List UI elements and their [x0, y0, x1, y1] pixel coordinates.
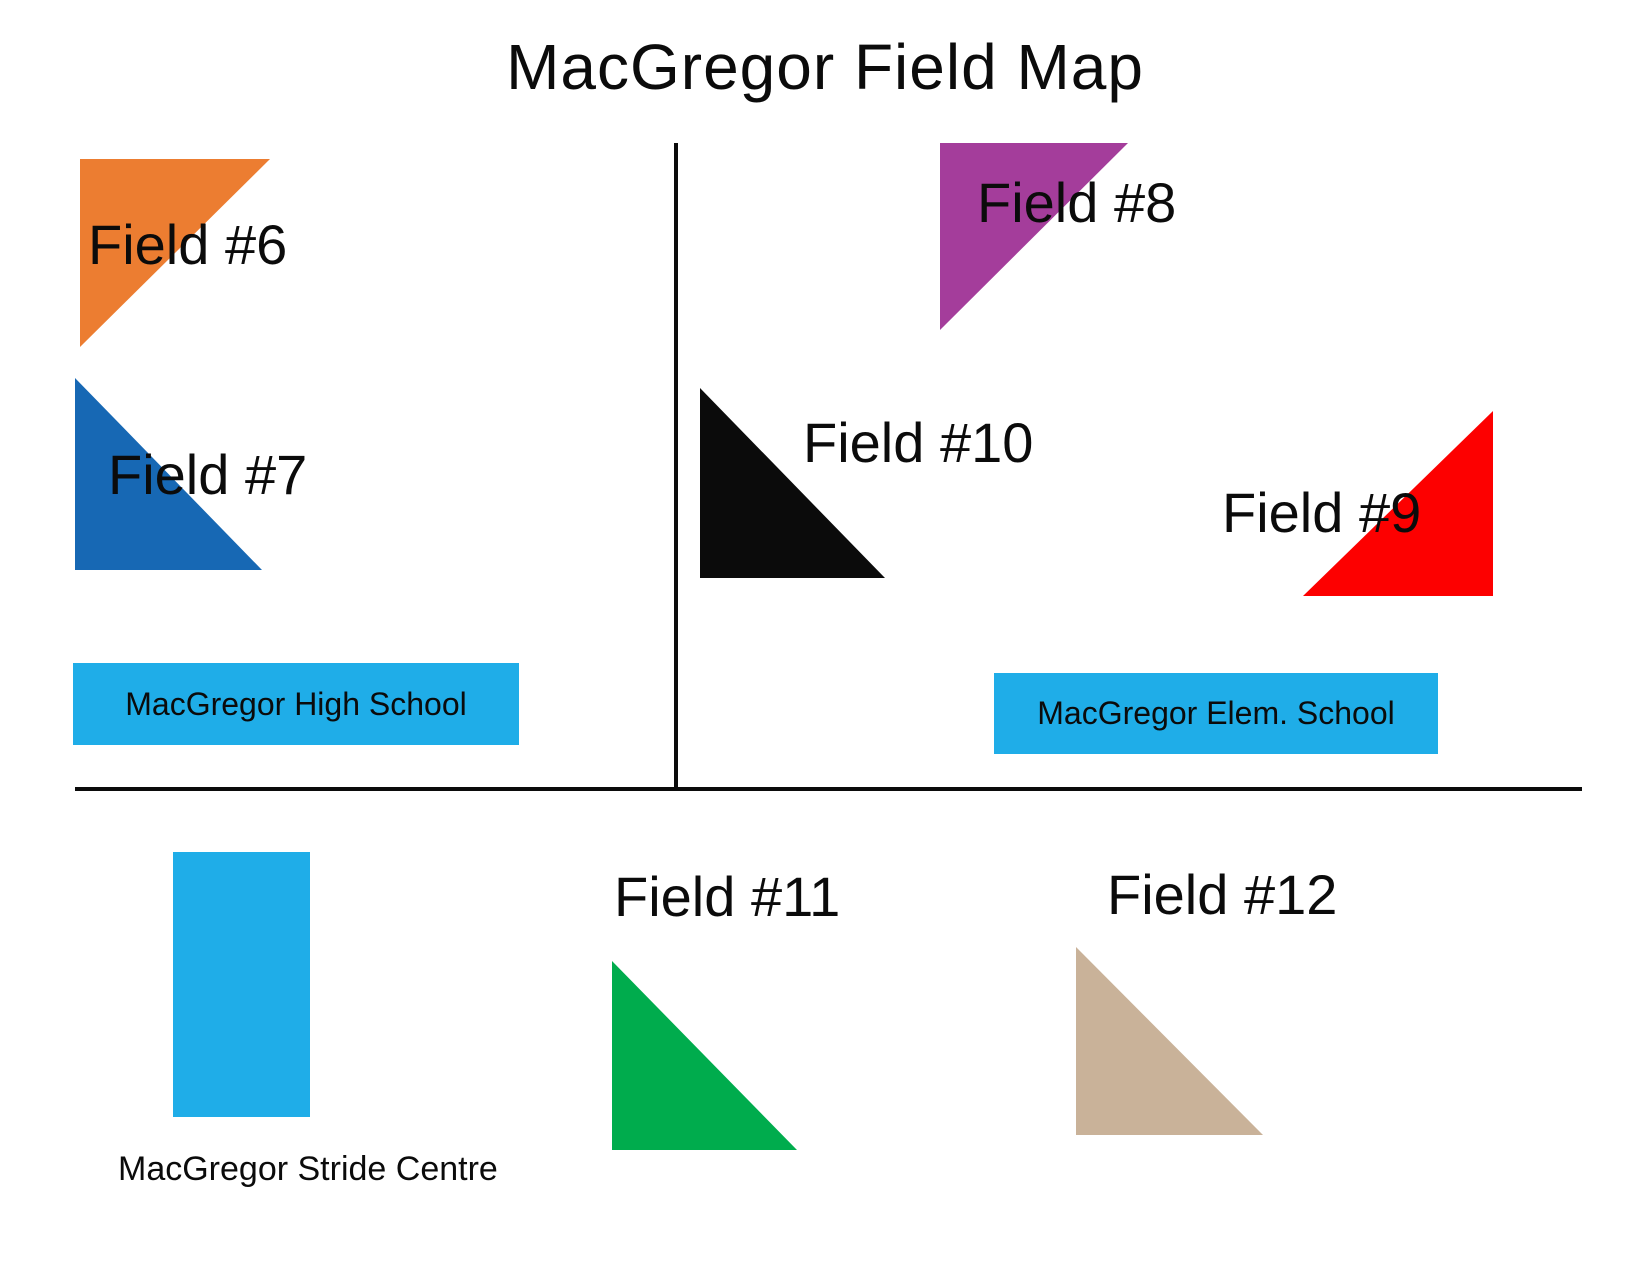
high-school-building: MacGregor High School: [73, 663, 519, 745]
field-11-triangle: [612, 961, 797, 1150]
stride-centre-building: [173, 852, 310, 1117]
field-9-label: Field #9: [1222, 481, 1422, 544]
elem-school-label: MacGregor Elem. School: [1037, 695, 1395, 731]
field-12-label: Field #12: [1107, 863, 1338, 926]
field-7-label: Field #7: [108, 443, 308, 506]
field-7-triangle: [75, 378, 262, 570]
field-6-triangle: [80, 159, 270, 347]
field-9-triangle: [1303, 411, 1493, 596]
field-8-triangle: [940, 143, 1128, 330]
divider-line-horizontal: [75, 787, 1582, 791]
field-10-label: Field #10: [803, 411, 1034, 474]
field-11-label: Field #11: [614, 865, 841, 928]
stride-centre-label: MacGregor Stride Centre: [118, 1150, 498, 1188]
field-10-triangle: [700, 388, 885, 578]
field-8-label: Field #8: [977, 171, 1177, 234]
elem-school-building: MacGregor Elem. School: [994, 673, 1438, 754]
divider-line-vertical: [674, 143, 678, 790]
field-6-label: Field #6: [88, 213, 288, 276]
high-school-label: MacGregor High School: [125, 685, 467, 722]
field-12-triangle: [1076, 947, 1263, 1135]
map-title: MacGregor Field Map: [506, 31, 1144, 103]
